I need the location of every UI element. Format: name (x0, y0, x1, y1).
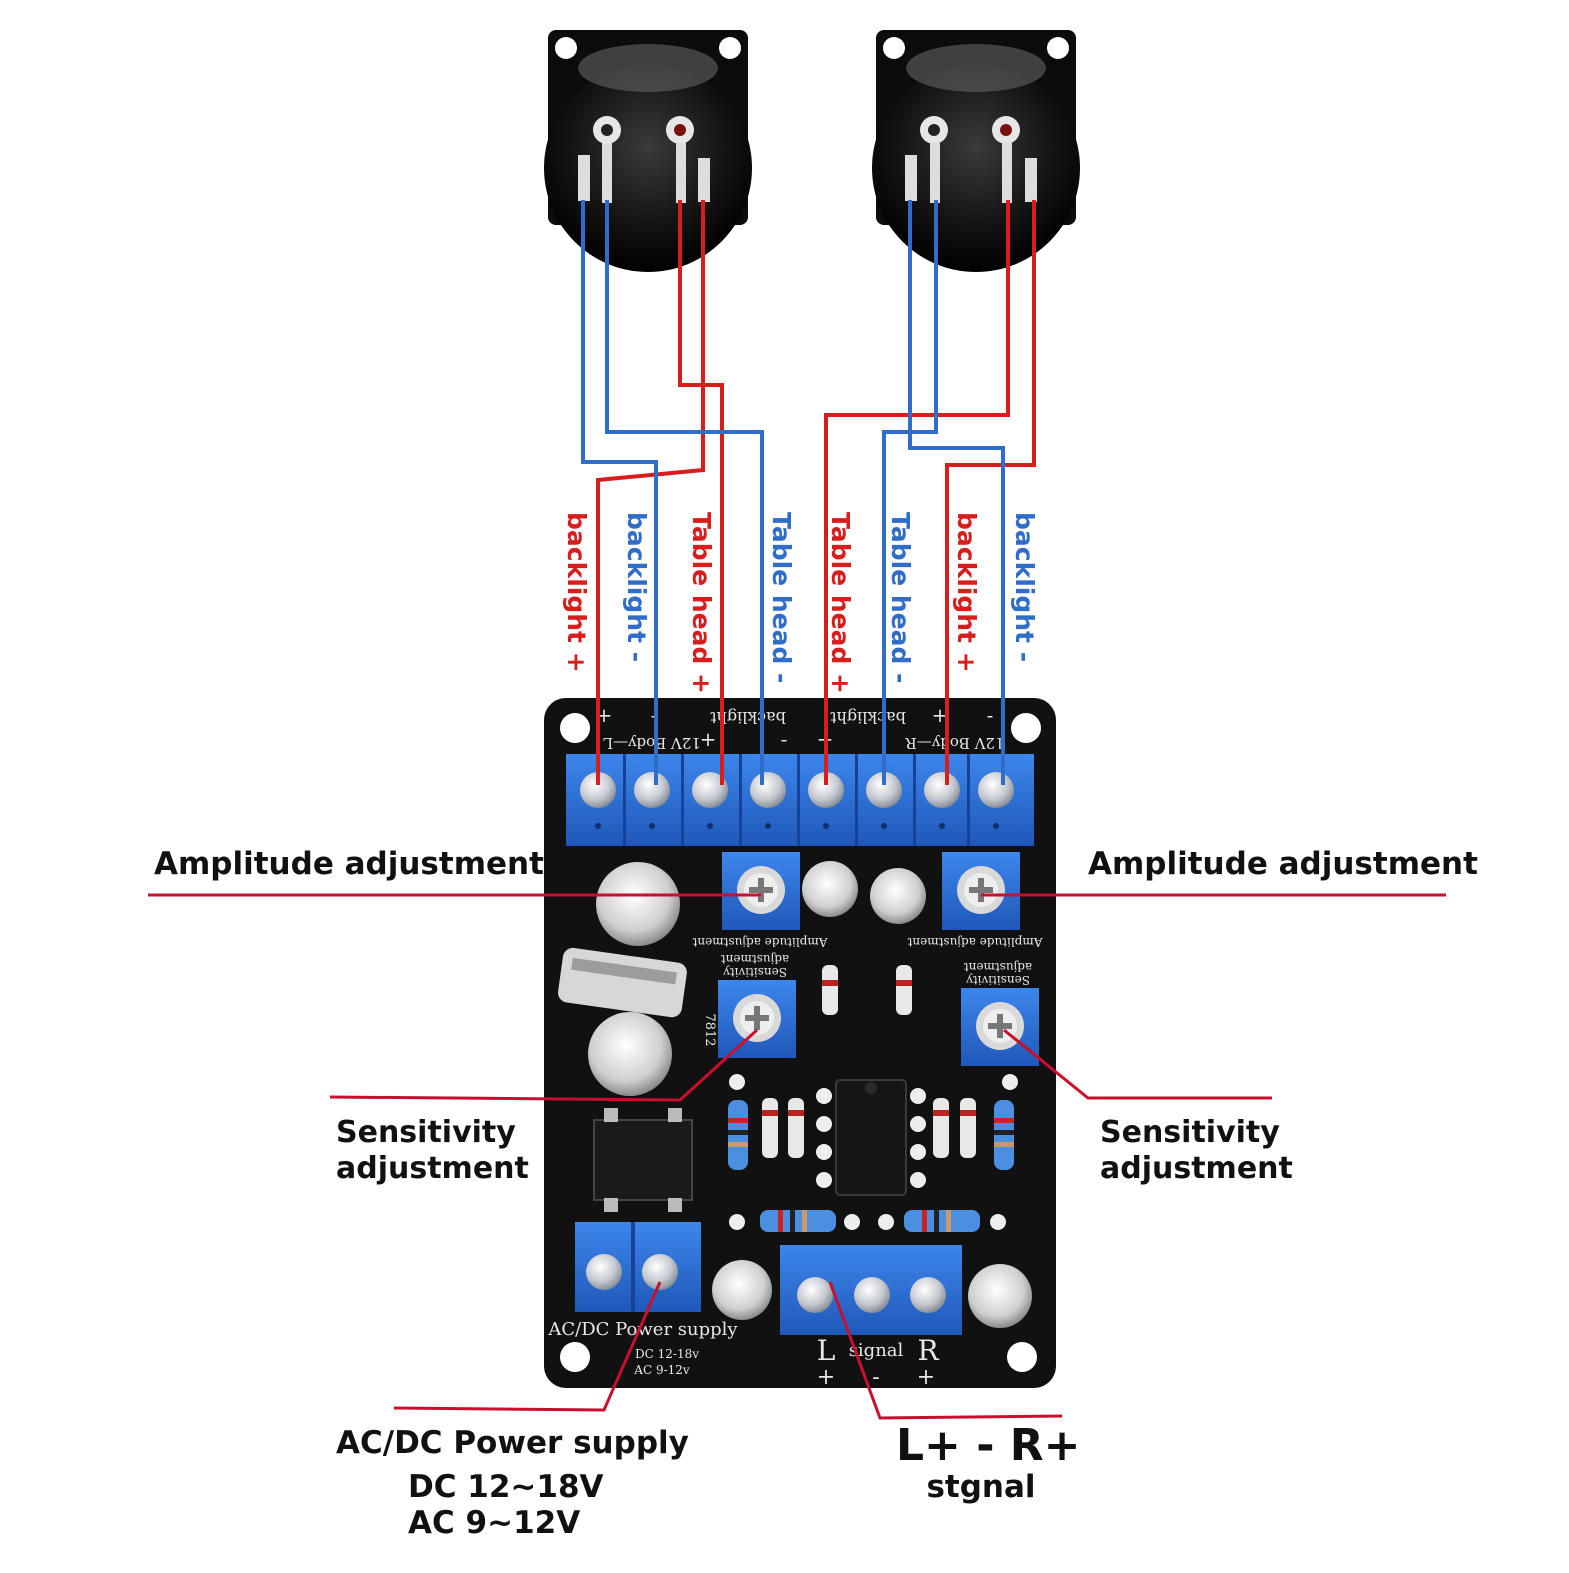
silk-body-right: 12V Body—R (905, 734, 1005, 752)
wire-8-negative (908, 200, 1005, 785)
small-components (728, 965, 1018, 1232)
silk-backlight-right: backlight (830, 708, 906, 727)
trimmer-amplitude-right (942, 852, 1020, 930)
terminal-screw-3 (681, 754, 728, 846)
signal-callout: L+ - R+ stgnal (896, 1420, 1081, 1505)
terminal-screw-6 (855, 754, 902, 846)
power-terminal-block (575, 1222, 701, 1312)
amplitude-label-left: Amplitude adjustment (154, 846, 544, 882)
silk-plus-2: + (700, 727, 717, 751)
silk-power-ac: AC 9-12v (633, 1363, 690, 1377)
silk-regulator: 7812 (702, 1013, 717, 1046)
sensitivity-left-line1: Sensitivity (336, 1115, 516, 1150)
meter-pin-lugs (905, 116, 1037, 203)
power-ac: AC 9~12V (408, 1505, 581, 1541)
wire-7-positive (945, 200, 1036, 785)
wire-1-positive (596, 200, 705, 785)
wire-label-4: Table head - (767, 512, 796, 683)
wire-label-6: Table head - (886, 512, 915, 683)
silk-sensitivity-right-2: adjustment (964, 960, 1032, 974)
voltage-regulator-7812 (558, 947, 687, 1018)
silk-sensitivity-left-2: adjustment (721, 952, 789, 966)
trimmer-sensitivity-right (961, 988, 1039, 1066)
bridge-rectifier (593, 1108, 693, 1212)
wire-3-positive (678, 200, 724, 785)
sensitivity-label-right: Sensitivity adjustment (1100, 1115, 1293, 1187)
meter-pin-lugs (578, 116, 710, 203)
silk-signal: signal (849, 1340, 904, 1361)
silk-minus-2: - (781, 727, 788, 751)
silk-sensitivity-left-1: Sensitivity (723, 965, 787, 979)
terminal-screw-5 (797, 754, 844, 846)
vu-meter-left (544, 30, 752, 272)
silk-signal-l: L (817, 1334, 836, 1367)
meter-wires (581, 200, 1036, 785)
sensitivity-label-left: Sensitivity adjustment (336, 1115, 529, 1187)
wire-label-5: Table head + (826, 512, 855, 694)
silk-plus-4: + (932, 703, 949, 727)
silk-minus-4: - (987, 703, 994, 727)
wire-5-positive (824, 200, 1010, 785)
trimmer-amplitude-left (722, 852, 800, 930)
silk-amplitude-left: Amplitude adjustment (692, 935, 828, 949)
terminal-screw-2 (623, 754, 670, 846)
wire-label-1: backlight + (562, 512, 591, 673)
power-dc: DC 12~18V (408, 1469, 604, 1505)
terminal-screw-7 (913, 754, 960, 846)
silk-body-left: 12V Body—L (603, 734, 701, 752)
trimmer-sensitivity-left (718, 980, 796, 1058)
signal-sub: stgnal (926, 1469, 1036, 1505)
sensitivity-right-line1: Sensitivity (1100, 1115, 1280, 1150)
leader-sensitivity-left (329, 1028, 759, 1102)
terminal-screw-1 (580, 772, 616, 829)
wire-labels: backlight + backlight - Table head + Table … (562, 512, 1039, 694)
silk-sensitivity-right-1: Sensitivity (966, 973, 1030, 987)
op-amp-ic (816, 1079, 926, 1196)
terminal-screw-4 (739, 754, 786, 846)
sensitivity-left-line2: adjustment (336, 1151, 529, 1186)
wire-label-3: Table head + (687, 512, 716, 694)
leader-signal (828, 1281, 1063, 1420)
silk-signal-plus-l: + (817, 1365, 835, 1390)
leader-sensitivity-right (1003, 1028, 1272, 1100)
electrolytic-capacitors (588, 861, 1032, 1328)
signal-terminal-block (780, 1245, 962, 1335)
wire-4-negative (605, 200, 764, 785)
silk-power: AC/DC Power supply (547, 1319, 738, 1340)
silk-power-dc: DC 12-18v (635, 1347, 699, 1361)
wire-2-negative (581, 200, 658, 785)
vu-meter-right (872, 30, 1080, 272)
wire-label-2: backlight - (622, 512, 651, 662)
silk-signal-minus: - (872, 1365, 879, 1390)
silk-signal-plus-r: + (917, 1365, 935, 1390)
pcb-board: backlight backlight 12V Body—L 12V Body—… (544, 698, 1056, 1390)
amplitude-label-right: Amplitude adjustment (1088, 846, 1478, 882)
sensitivity-right-line2: adjustment (1100, 1151, 1293, 1186)
top-terminal-block (566, 754, 1034, 846)
silk-signal-r: R (917, 1334, 939, 1367)
silkscreen-text: backlight backlight 12V Body—L 12V Body—… (547, 703, 1043, 1390)
silk-backlight-left: backlight (710, 708, 786, 727)
signal-title: L+ - R+ (896, 1420, 1081, 1471)
silk-amplitude-right: Amplitude adjustment (907, 935, 1043, 949)
leader-lines (148, 893, 1446, 1420)
power-title: AC/DC Power supply (336, 1425, 689, 1461)
wire-label-8: backlight - (1010, 512, 1039, 662)
wire-label-7: backlight + (952, 512, 981, 673)
leader-power (393, 1281, 662, 1412)
power-callout: AC/DC Power supply DC 12~18V AC 9~12V (336, 1425, 689, 1541)
